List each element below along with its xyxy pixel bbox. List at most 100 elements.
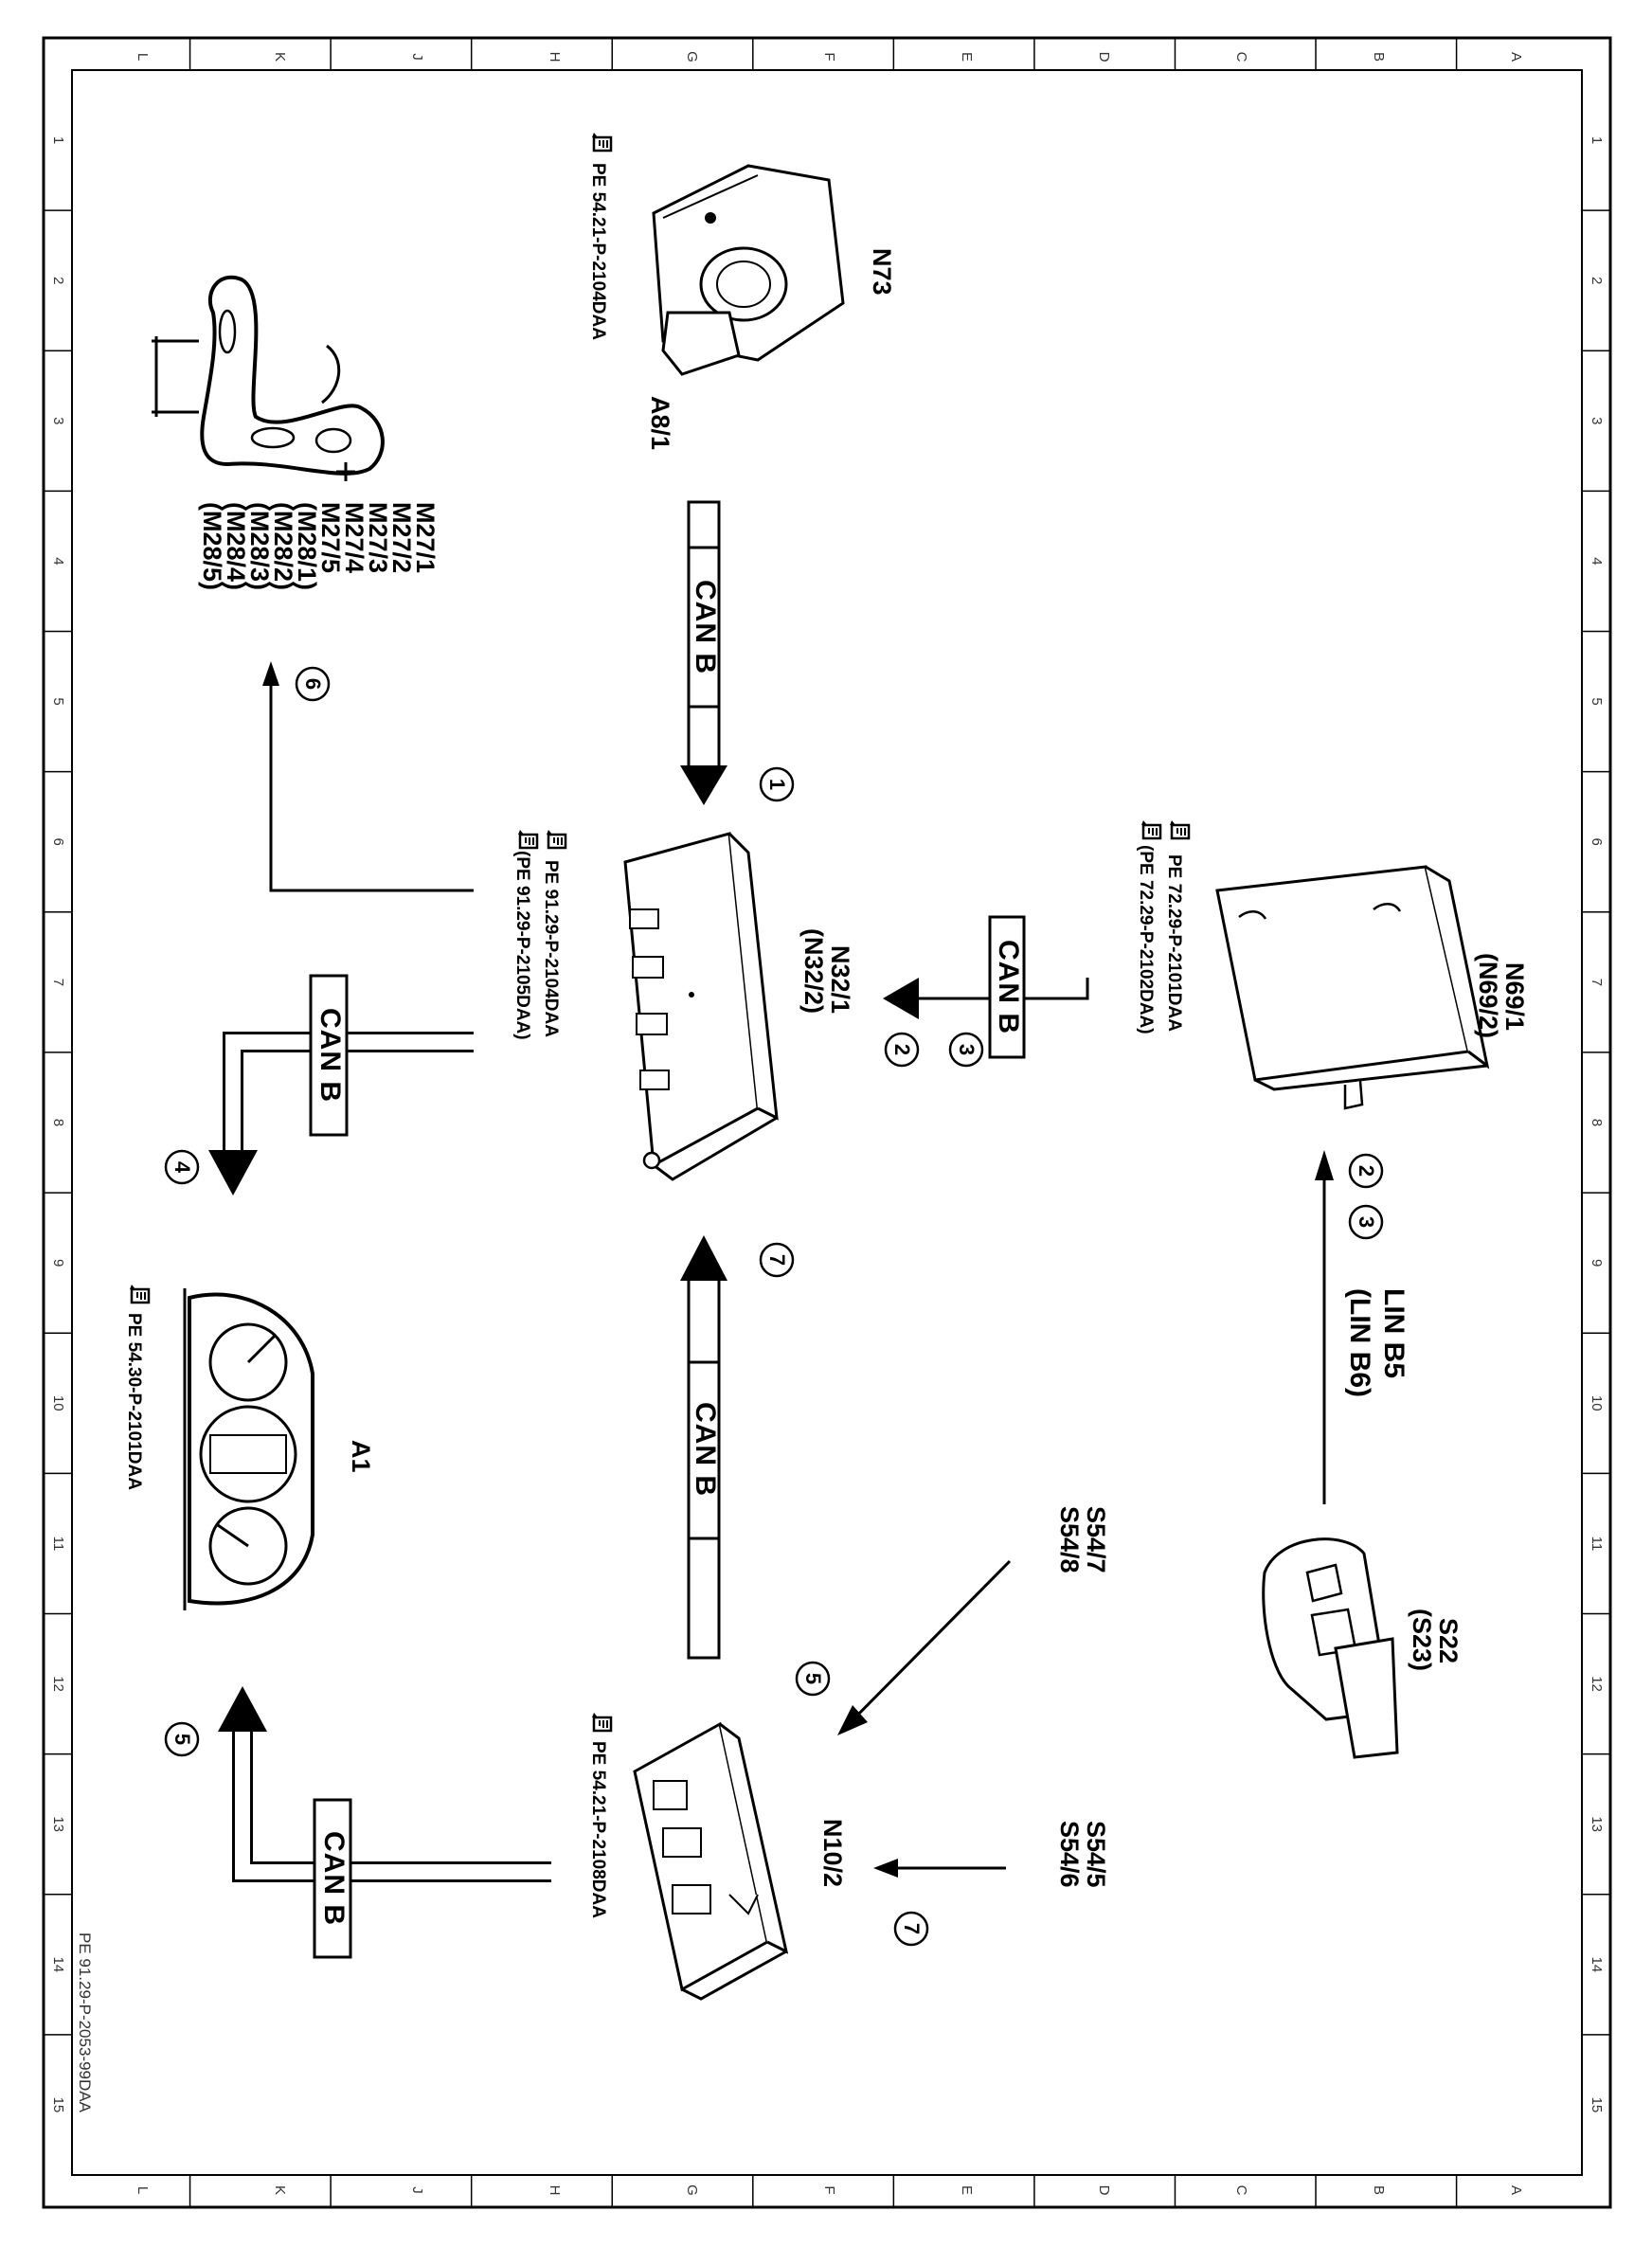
- n10-ref: PE 54.21-P-2108DAA: [588, 1741, 608, 1918]
- grid-letter-top: G: [684, 51, 700, 63]
- double-arrow-icon: [152, 336, 199, 417]
- grid-number-left: 3: [50, 417, 66, 424]
- step-number-3: 3: [1355, 1216, 1378, 1228]
- motor-label: (M28/5): [198, 502, 226, 590]
- instrument-cluster-a1: A1 PE 54.30-P-2101DAA: [124, 1283, 375, 1610]
- grid-letter-top: F: [821, 52, 837, 61]
- sam-control-unit-n10: N10/2 PE 54.21-P-2108DAA: [588, 1711, 847, 2001]
- grid-number-left: 13: [50, 1816, 66, 1832]
- grid-letter-bottom: F: [821, 2185, 837, 2194]
- switch-labels-s54: S54/7 S54/8 S54/5 S54/6: [1055, 1506, 1110, 1888]
- can-bus-n10-to-a1: CAN B 5: [164, 1686, 551, 1959]
- grid-number-left: 8: [50, 1119, 66, 1126]
- grid-number-left: 6: [50, 838, 66, 846]
- motor-label: M27/1: [411, 502, 440, 573]
- grid-letter-bottom: A: [1508, 2185, 1524, 2195]
- ignition-key-icon: [661, 311, 741, 376]
- s54-7-label: S54/7: [1082, 1506, 1110, 1573]
- step-number-7: 7: [765, 1254, 789, 1266]
- n69-label-1: N69/1: [1500, 962, 1529, 1031]
- grid-number-left: 12: [50, 1676, 66, 1692]
- step-number-5: 5: [171, 1734, 194, 1745]
- grid-number-left: 7: [50, 979, 66, 986]
- can-label: CAN B: [993, 940, 1024, 1034]
- grid-number-right: 7: [1589, 979, 1605, 986]
- grid-number-right: 15: [1589, 2097, 1605, 2113]
- can-bus-n32-to-motors: 6: [262, 661, 474, 892]
- motor-label: (M28/2): [269, 502, 297, 590]
- motor-label: M27/4: [340, 502, 368, 573]
- grid-number-right: 13: [1589, 1816, 1605, 1832]
- grid-number-right: 11: [1589, 1537, 1605, 1552]
- seat-outline-icon: [200, 275, 385, 476]
- grid-number-left: 2: [50, 277, 66, 284]
- can-bus-n69-to-n32: CAN B 3 2: [883, 915, 1089, 1068]
- motor-label: M27/3: [364, 502, 392, 573]
- grid-letter-bottom: J: [409, 2186, 425, 2194]
- n32-ref-2: (PE 91.29-P-2105DAA): [512, 851, 532, 1040]
- grid-letter-bottom: D: [1096, 2185, 1112, 2196]
- n10-label: N10/2: [818, 1819, 847, 1887]
- grid-number-right: 8: [1589, 1119, 1605, 1126]
- grid-number-right: 4: [1589, 557, 1605, 565]
- grid-letter-top: B: [1371, 52, 1387, 62]
- n69-ref-2: (PE 72.29-P-2102DAA): [1136, 845, 1156, 1034]
- grid-number-left: 9: [50, 1259, 66, 1267]
- document-code: PE 91.29-P-2053-99DAA: [76, 1932, 94, 2113]
- grid-number-right: 6: [1589, 838, 1605, 846]
- step-number-2: 2: [1355, 1165, 1378, 1177]
- can-bus-a8-to-n32: CAN B 1: [680, 500, 795, 805]
- grid-letter-top: L: [135, 53, 151, 61]
- s22-label-1: S22: [1434, 1618, 1463, 1663]
- grid-number-left: 11: [50, 1537, 66, 1552]
- signal-s54-7-to-n10: 5: [795, 1559, 1012, 1735]
- seat-control-unit-n32: N32/1 (N32/2) PE 91.29-P-2104DAA (PE 91.…: [512, 828, 854, 1181]
- double-arrow-icon: [336, 462, 355, 481]
- grid-letter-top: H: [547, 52, 563, 63]
- grid-letter-bottom: G: [684, 2184, 700, 2196]
- grid-letter-bottom: L: [135, 2186, 151, 2194]
- n69-label-2: (N69/2): [1474, 953, 1502, 1038]
- grid-letter-bottom: C: [1233, 2185, 1249, 2196]
- grid-number-right: 2: [1589, 277, 1605, 284]
- a1-ref: PE 54.30-P-2101DAA: [124, 1313, 144, 1490]
- grid-number-right: 5: [1589, 697, 1605, 705]
- s22-label-2: (S23): [1408, 1609, 1436, 1671]
- step-number-4: 4: [171, 1161, 194, 1174]
- seat-switch-s22: S22 (S23): [1262, 1537, 1463, 1759]
- grid-number-left: 15: [50, 2097, 66, 2113]
- grid-number-right: 3: [1589, 417, 1605, 424]
- n32-ref-1: PE 91.29-P-2104DAA: [541, 860, 561, 1037]
- grid-letter-top: D: [1096, 52, 1112, 63]
- n32-label-2: (N32/2): [799, 928, 828, 1014]
- grid-letter-bottom: H: [547, 2185, 563, 2196]
- motor-label: M27/5: [316, 502, 345, 573]
- double-arrow-icon: [321, 344, 341, 404]
- grid-letter-top: E: [959, 52, 975, 62]
- grid-number-right: 1: [1589, 136, 1605, 144]
- grid-letter-bottom: E: [959, 2185, 975, 2195]
- grid-number-left: 14: [50, 1956, 66, 1972]
- grid-letter-top: J: [409, 53, 425, 61]
- grid-number-left: 1: [50, 136, 66, 144]
- grid-letter-bottom: K: [272, 2185, 288, 2195]
- a8-1-label: A8/1: [646, 396, 674, 450]
- step-number-5: 5: [801, 1673, 825, 1684]
- grid-letter-top: A: [1508, 52, 1524, 62]
- lin-label-2: (LIN B6): [1344, 1288, 1375, 1397]
- grid-number-left: 10: [50, 1395, 66, 1411]
- step-number-2: 2: [890, 1044, 914, 1055]
- grid-number-right: 12: [1589, 1676, 1605, 1692]
- can-bus-n10-to-n32: CAN B 7: [680, 1235, 795, 1660]
- lin-bus-s22-to-n69: 2 3 LIN B5 (LIN B6): [1315, 1150, 1410, 1504]
- s54-6-label: S54/6: [1055, 1821, 1084, 1888]
- a1-label: A1: [347, 1440, 375, 1473]
- grid-number-right: 14: [1589, 1956, 1605, 1972]
- grid-number-left: 4: [50, 557, 66, 565]
- motor-label: M27/2: [387, 502, 416, 573]
- n73-label: N73: [868, 248, 896, 296]
- step-number-7: 7: [900, 1923, 924, 1934]
- grid-references: L K J H G F E D C B A L K J H G F E D C …: [44, 38, 1610, 2207]
- n69-ref-1: PE 72.29-P-2101DAA: [1164, 854, 1184, 1032]
